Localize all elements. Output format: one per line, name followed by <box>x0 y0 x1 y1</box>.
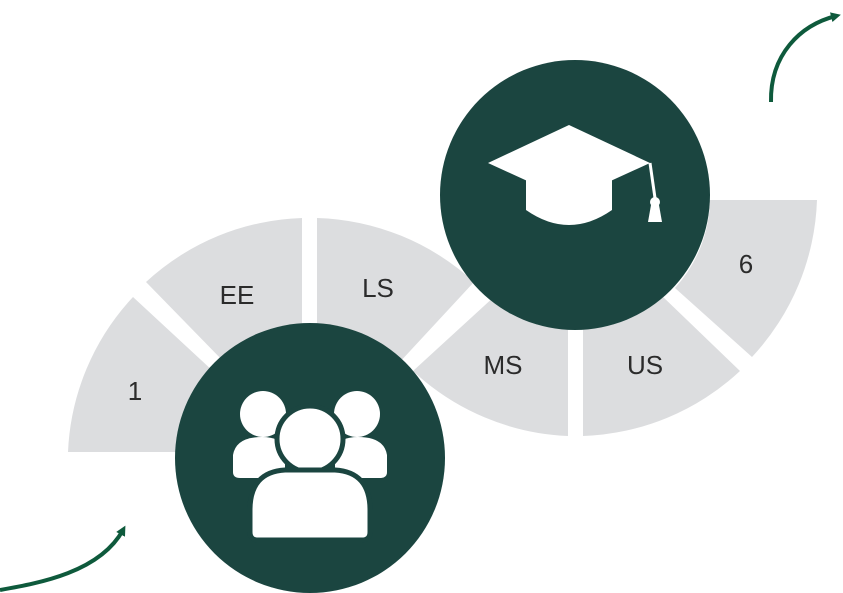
people-circle <box>175 323 445 593</box>
segment-3-label: LS <box>362 273 394 303</box>
end-curved-arrow-icon <box>768 12 841 103</box>
segment-1 <box>68 297 214 452</box>
segment-2-label: EE <box>220 280 255 310</box>
start-curved-arrow-icon <box>0 525 126 592</box>
segment-5-label: US <box>627 350 663 380</box>
segment-4-label: MS <box>484 350 523 380</box>
group-of-people-icon <box>233 391 387 543</box>
segment-ring-left <box>68 218 474 452</box>
segment-6-label: 6 <box>739 249 753 279</box>
segment-labels: 1 EE LS MS US 6 <box>128 249 753 406</box>
graduation-circle <box>440 60 710 330</box>
segment-1-label: 1 <box>128 376 142 406</box>
segment-3 <box>317 218 474 364</box>
segment-5 <box>583 294 740 436</box>
segment-4 <box>413 295 568 436</box>
segment-ring-right <box>413 200 817 436</box>
graduation-cap-icon <box>488 125 662 225</box>
segment-6 <box>675 200 817 357</box>
segment-2 <box>146 218 302 364</box>
